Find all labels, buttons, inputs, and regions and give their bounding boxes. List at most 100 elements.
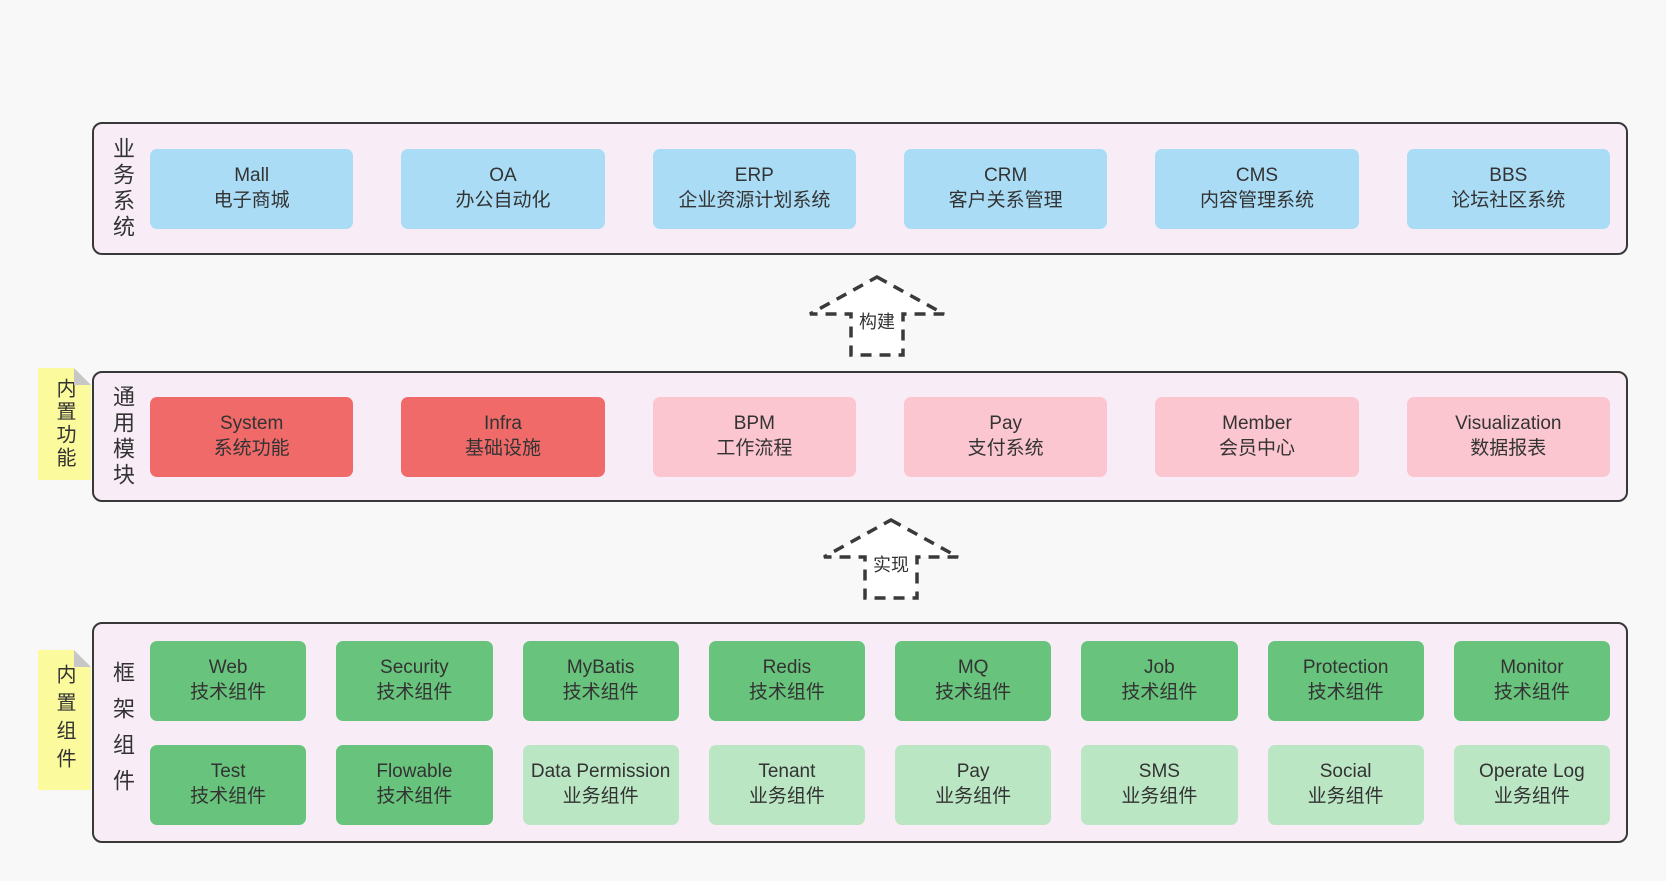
band-business-systems-content: Mall 电子商城 OA 办公自动化 ERP 企业资源计划系统 CRM 客户关系… (150, 124, 1626, 253)
box-subtitle: 业务组件 (1493, 785, 1570, 807)
box-title: CMS (1235, 164, 1279, 186)
band-framework-components: 框架组件 Web 技术组件 Security 技术组件 MyBatis 技术组件… (92, 622, 1628, 843)
box-job: Job 技术组件 (1081, 640, 1238, 721)
box-visualization: Visualization 数据报表 (1406, 396, 1610, 477)
box-subtitle: 业务组件 (1307, 785, 1384, 807)
box-sms: SMS 业务组件 (1081, 744, 1238, 825)
framework-row-1: Web 技术组件 Security 技术组件 MyBatis 技术组件 Redi… (150, 640, 1610, 721)
box-title: CRM (984, 164, 1028, 186)
box-title: Visualization (1455, 412, 1562, 434)
box-subtitle: 技术组件 (376, 681, 453, 703)
folded-corner-icon (74, 368, 91, 385)
box-subtitle: 数据报表 (1470, 437, 1547, 459)
box-subtitle: 基础设施 (464, 437, 541, 459)
box-subtitle: 业务组件 (1121, 785, 1198, 807)
box-erp: ERP 企业资源计划系统 (652, 148, 856, 229)
box-subtitle: 电子商城 (213, 189, 290, 211)
box-subtitle: 技术组件 (1493, 681, 1570, 703)
folded-corner-icon (74, 650, 91, 667)
box-title: System (219, 412, 284, 434)
box-protection: Protection 技术组件 (1267, 640, 1424, 721)
band-framework-components-content: Web 技术组件 Security 技术组件 MyBatis 技术组件 Redi… (150, 624, 1626, 841)
box-test: Test 技术组件 (150, 744, 307, 825)
box-subtitle: 业务组件 (748, 785, 825, 807)
box-subtitle: 论坛社区系统 (1451, 189, 1566, 211)
box-infra: Infra 基础设施 (401, 396, 605, 477)
box-title: Job (1144, 656, 1175, 678)
box-mq: MQ 技术组件 (895, 640, 1052, 721)
box-subtitle: 技术组件 (935, 681, 1012, 703)
band-label-business-systems: 业务系统 (110, 136, 135, 241)
box-title: Pay (956, 760, 990, 782)
box-title: Pay (989, 412, 1023, 434)
box-web: Web 技术组件 (150, 640, 307, 721)
box-bpm: BPM 工作流程 (652, 396, 856, 477)
box-title: Redis (762, 656, 812, 678)
box-subtitle: 系统功能 (213, 437, 290, 459)
box-tenant: Tenant 业务组件 (708, 744, 865, 825)
box-title: MQ (957, 656, 989, 678)
box-title: BPM (733, 412, 775, 434)
box-crm: CRM 客户关系管理 (903, 148, 1108, 229)
box-operate-log: Operate Log 业务组件 (1453, 744, 1610, 825)
box-flowable: Flowable 技术组件 (336, 744, 493, 825)
band-common-modules-content: System 系统功能 Infra 基础设施 BPM 工作流程 Pay 支付系统… (150, 373, 1626, 500)
box-data-permission: Data Permission 业务组件 (522, 744, 679, 825)
box-subtitle: 业务组件 (562, 785, 639, 807)
box-title: MyBatis (566, 656, 635, 678)
box-cms: CMS 内容管理系统 (1155, 148, 1359, 229)
box-title: Protection (1302, 656, 1389, 678)
arrow-build-label: 构建 (855, 307, 899, 335)
box-security: Security 技术组件 (336, 640, 493, 721)
box-oa: OA 办公自动化 (401, 148, 605, 229)
box-system: System 系统功能 (150, 396, 354, 477)
box-subtitle: 会员中心 (1218, 437, 1295, 459)
box-subtitle: 客户关系管理 (948, 189, 1063, 211)
arrow-implement: 实现 (820, 517, 962, 601)
box-mall: Mall 电子商城 (150, 148, 354, 229)
band-label-common-modules: 通用模块 (110, 384, 135, 489)
box-title: Social (1319, 760, 1372, 782)
framework-row-2: Test 技术组件 Flowable 技术组件 Data Permission … (150, 744, 1610, 825)
box-title: BBS (1489, 164, 1528, 186)
box-pay-module: Pay 支付系统 (903, 396, 1108, 477)
box-subtitle: 技术组件 (1121, 681, 1198, 703)
arrow-build: 构建 (806, 274, 948, 358)
box-title: Data Permission (530, 760, 671, 782)
sticky-note-label: 内置组件 (53, 664, 75, 776)
box-subtitle: 内容管理系统 (1199, 189, 1314, 211)
box-subtitle: 技术组件 (190, 785, 267, 807)
band-business-systems: 业务系统 Mall 电子商城 OA 办公自动化 ERP 企业资源计划系统 CRM… (92, 122, 1628, 255)
box-bbs: BBS 论坛社区系统 (1406, 148, 1610, 229)
box-subtitle: 技术组件 (562, 681, 639, 703)
box-subtitle: 支付系统 (967, 437, 1044, 459)
box-pay-component: Pay 业务组件 (895, 744, 1052, 825)
box-title: OA (489, 164, 517, 186)
box-title: Tenant (758, 760, 816, 782)
box-redis: Redis 技术组件 (708, 640, 865, 721)
box-mybatis: MyBatis 技术组件 (522, 640, 679, 721)
box-social: Social 业务组件 (1267, 744, 1424, 825)
sticky-note-label: 内置功能 (53, 378, 75, 470)
box-title: Infra (483, 412, 522, 434)
box-title: Operate Log (1479, 760, 1585, 782)
arrow-implement-label: 实现 (869, 550, 913, 578)
box-subtitle: 技术组件 (748, 681, 825, 703)
box-title: Mall (234, 164, 270, 186)
box-title: Web (208, 656, 248, 678)
box-title: ERP (734, 164, 774, 186)
sticky-note-built-in-components: 内置组件 (38, 650, 91, 790)
sticky-note-built-in-features: 内置功能 (38, 368, 91, 480)
box-subtitle: 技术组件 (190, 681, 267, 703)
box-title: SMS (1138, 760, 1180, 782)
box-subtitle: 企业资源计划系统 (678, 189, 831, 211)
box-subtitle: 技术组件 (376, 785, 453, 807)
band-common-modules: 通用模块 System 系统功能 Infra 基础设施 BPM 工作流程 Pay… (92, 371, 1628, 502)
box-title: Flowable (376, 760, 453, 782)
box-title: Test (210, 760, 246, 782)
box-subtitle: 工作流程 (716, 437, 793, 459)
box-subtitle: 业务组件 (935, 785, 1012, 807)
box-member: Member 会员中心 (1155, 396, 1359, 477)
box-subtitle: 技术组件 (1307, 681, 1384, 703)
